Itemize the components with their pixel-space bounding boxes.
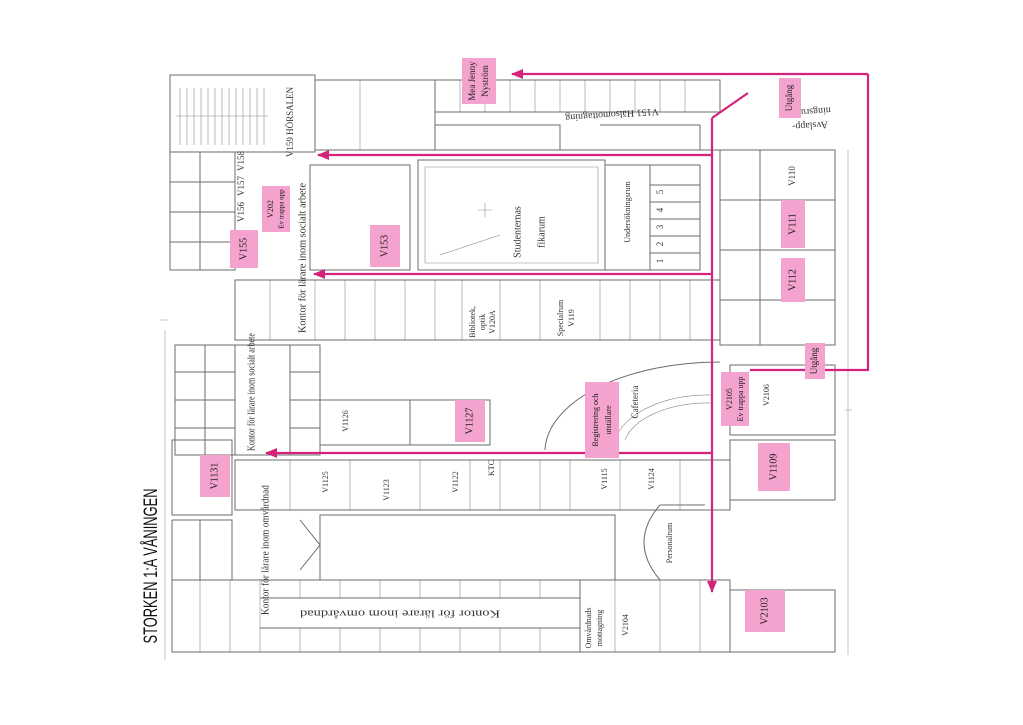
label-v1109: V1109 <box>768 454 779 481</box>
evacuation-routes <box>265 69 870 593</box>
middle-band-walls <box>234 279 721 341</box>
room-label-v1125: V1125 <box>321 471 330 492</box>
label-bg-jenny <box>462 58 496 104</box>
room-label-bibliotek: Bibliotek, <box>468 306 477 338</box>
room-label-specialrum: Specialrum <box>556 299 565 336</box>
room-label-horsalen: V159 HÖRSALEN <box>285 86 295 157</box>
lecture-hall-seating <box>176 88 268 145</box>
left-column-walls <box>169 151 236 271</box>
label-bg-stair-left <box>262 186 290 232</box>
label-v155: V155 <box>238 238 249 260</box>
label-v2103: V2103 <box>759 597 770 624</box>
label-bg-exit-right <box>805 343 825 379</box>
exam-room-number: 4 <box>655 207 665 212</box>
floor-plan-walls <box>169 74 836 653</box>
exam-room-number: 3 <box>655 224 665 229</box>
label-bg-v1127 <box>455 400 485 442</box>
label-v111: V111 <box>787 213 798 234</box>
room-label-avslappning-1: Avslapp- <box>792 118 829 131</box>
label-bg-stair-right <box>721 372 749 426</box>
exam-room-number: 5 <box>655 189 665 194</box>
room-label-avslappning-2: ningsrum <box>793 104 832 118</box>
label-v1131: V1131 <box>209 463 220 490</box>
room-label-v1122: V1122 <box>451 471 460 492</box>
label-jenny-line-1: Mea Jenny <box>467 61 477 101</box>
room-label-undersokningsrum: Undersökningsrum <box>623 181 632 243</box>
label-bg-v111 <box>781 200 805 248</box>
room-label-fikarum: fikarum <box>536 216 547 248</box>
label-v1127: V1127 <box>464 408 475 435</box>
label-bg-v112 <box>781 258 805 302</box>
room-v153-walls <box>309 164 411 271</box>
lower-rooms-walls <box>171 439 731 516</box>
room-label-v1123: V1123 <box>382 479 391 500</box>
exam-room-number: 1 <box>655 259 665 264</box>
room-label-optik: optik <box>478 314 487 330</box>
label-registration-line-2: utställare <box>604 405 613 435</box>
room-label-v110: V110 <box>787 166 797 186</box>
room-label-omvardnad-1: Omvårdnads <box>584 608 593 649</box>
office-label-nursing-left: Kontor för lärare inom omvårdnad <box>260 485 271 615</box>
room-label-v1126: V1126 <box>341 410 350 431</box>
label-exit-right: Utgång <box>809 347 819 374</box>
room-label-v156: V156 <box>236 202 246 222</box>
label-bg-exit-top <box>779 78 801 118</box>
label-stair-right-line-1: V2105 <box>725 388 734 410</box>
room-label-v158: V158 <box>236 151 246 171</box>
cafeteria-counter <box>614 394 713 441</box>
room-label-halsomottagning: V151 Hälsomottagning <box>565 105 659 123</box>
label-stair-right-line-2: Ev trappa upp <box>736 377 745 422</box>
route-line-connector <box>711 92 749 119</box>
lower-rooms-dividers <box>289 460 681 510</box>
lecture-hall-walls <box>169 74 316 153</box>
student-lounge-inner-walls <box>424 166 599 264</box>
office-label-social-work-middle: Kontor för lärare inom socialt arbete <box>246 333 257 451</box>
label-v153: V153 <box>379 235 390 257</box>
room-label-studenternas: Studenternas <box>512 206 523 258</box>
room-label-cafeteria: Cafeteria <box>630 386 640 419</box>
room-label-omvardnad-2: mottagning <box>595 610 604 646</box>
left-middle-offices-walls <box>174 344 321 456</box>
room-label-v2104: V2104 <box>621 614 630 636</box>
label-bg-v2103 <box>745 590 785 632</box>
label-bg-v155 <box>230 230 258 268</box>
room-label-v1115: V1115 <box>600 468 609 489</box>
exam-room-number: 2 <box>655 242 665 247</box>
room-labels: V159 HÖRSALEN V151 Hälsomottagning Avsla… <box>236 86 831 648</box>
label-v112: V112 <box>787 269 798 291</box>
room-label-ktc: KTC <box>487 460 496 476</box>
room-label-v157: V157 <box>236 176 246 196</box>
room-label-v119: V119 <box>567 309 576 326</box>
label-bg-v1131 <box>200 455 230 497</box>
staff-room-walls <box>643 504 705 581</box>
label-bg-v153 <box>370 225 400 267</box>
left-lower-offices-walls <box>171 519 233 580</box>
middle-band-dividers <box>269 280 691 340</box>
label-registration-line-1: Registrering och <box>591 393 600 446</box>
route-line-right <box>750 74 870 372</box>
office-label-social-work-upper: Kontor för lärare inom socialt arbete <box>297 182 308 333</box>
room-v1126-walls <box>319 399 491 446</box>
right-wing-walls <box>719 149 836 346</box>
office-label-nursing-bottom: Kontor för lärare inom omvårdnad <box>299 607 500 619</box>
room-label-personalrum: Personalrum <box>665 522 674 563</box>
label-bg-v1109 <box>758 443 790 491</box>
label-jenny-line-2: Nyström <box>480 65 490 97</box>
bottom-rooms-dividers <box>199 580 701 652</box>
page-title: STORKEN 1:A VÅNINGEN <box>141 489 162 644</box>
open-area-walls <box>299 514 616 581</box>
scan-edge-lines <box>160 150 852 660</box>
label-stair-left-line-2: Ev trappa upp <box>278 189 286 229</box>
room-v2103-walls <box>729 589 836 653</box>
label-exit-top: Utgång <box>784 84 794 111</box>
room-label-v1124: V1124 <box>647 468 656 489</box>
highlighted-labels: Mea Jenny Nyström Utgång V111 V112 Utgån… <box>200 58 825 632</box>
room-label-v120a: V120A <box>488 310 497 334</box>
room-label-v2106: V2106 <box>762 384 771 406</box>
label-stair-left-line-1: V202 <box>266 200 275 218</box>
label-bg-registration <box>585 382 619 458</box>
exam-rooms-walls <box>604 164 701 271</box>
